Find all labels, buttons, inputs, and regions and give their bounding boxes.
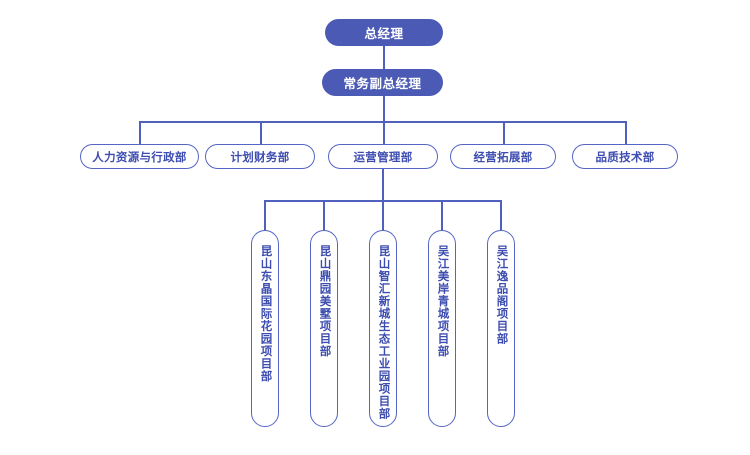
node-project-yipin-pavilion[interactable]: 吴江逸品阁项目部 <box>487 230 515 427</box>
node-project-meian-qingcheng-label: 吴江美岸青城项目部 <box>436 245 449 358</box>
node-general-manager[interactable]: 总经理 <box>325 19 443 46</box>
node-department-quality-technology[interactable]: 品质技术部 <box>572 144 678 169</box>
node-department-operations-management[interactable]: 运营管理部 <box>328 144 438 169</box>
node-department-planning-finance[interactable]: 计划财务部 <box>205 144 315 169</box>
node-project-zhihui-industrial-park[interactable]: 昆山智汇新城生态工业园项目部 <box>369 230 397 427</box>
connector-dept-bus-to-dept-1 <box>139 121 141 144</box>
node-department-quality-technology-label: 品质技术部 <box>595 151 655 164</box>
node-project-dingyuan-villa-label: 昆山鼎园美墅项目部 <box>318 245 331 358</box>
node-deputy-general-manager-label: 常务副总经理 <box>343 77 422 91</box>
node-department-business-development[interactable]: 经营拓展部 <box>450 144 556 169</box>
node-project-dingyuan-villa[interactable]: 昆山鼎园美墅项目部 <box>310 230 338 427</box>
dept-horizontal-bus <box>139 121 626 123</box>
node-department-hr-admin-label: 人力资源与行政部 <box>92 151 187 164</box>
node-department-planning-finance-label: 计划财务部 <box>230 151 290 164</box>
node-project-meian-qingcheng[interactable]: 吴江美岸青城项目部 <box>428 230 456 427</box>
connector-dept-bus-to-dept-4 <box>503 121 505 144</box>
node-project-yipin-pavilion-label: 吴江逸品阁项目部 <box>495 245 508 345</box>
connector-dept-bus-to-dept-5 <box>625 121 627 144</box>
connector-project-bus-to-project-3 <box>382 200 384 231</box>
connector-project-bus-to-project-4 <box>441 200 443 231</box>
connector-project-bus-to-project-5 <box>500 200 502 231</box>
node-department-operations-management-label: 运营管理部 <box>353 151 413 164</box>
node-general-manager-label: 总经理 <box>364 27 404 41</box>
node-project-zhihui-industrial-park-label: 昆山智汇新城生态工业园项目部 <box>377 245 390 420</box>
node-department-hr-admin[interactable]: 人力资源与行政部 <box>80 144 199 169</box>
connector-operations-to-project-bus <box>382 169 384 201</box>
connector-dept-bus-to-dept-3 <box>383 121 385 144</box>
connector-project-bus-to-project-1 <box>264 200 266 231</box>
node-deputy-general-manager[interactable]: 常务副总经理 <box>322 69 443 96</box>
connector-gm-to-deputy <box>383 46 385 69</box>
connector-project-bus-to-project-2 <box>323 200 325 231</box>
connector-dept-bus-to-dept-2 <box>260 121 262 144</box>
connector-deputy-to-dept-bus <box>383 96 385 122</box>
node-project-dongjing-garden[interactable]: 昆山东晶国际花园项目部 <box>251 230 279 427</box>
node-project-dongjing-garden-label: 昆山东晶国际花园项目部 <box>259 245 272 383</box>
node-department-business-development-label: 经营拓展部 <box>473 151 533 164</box>
